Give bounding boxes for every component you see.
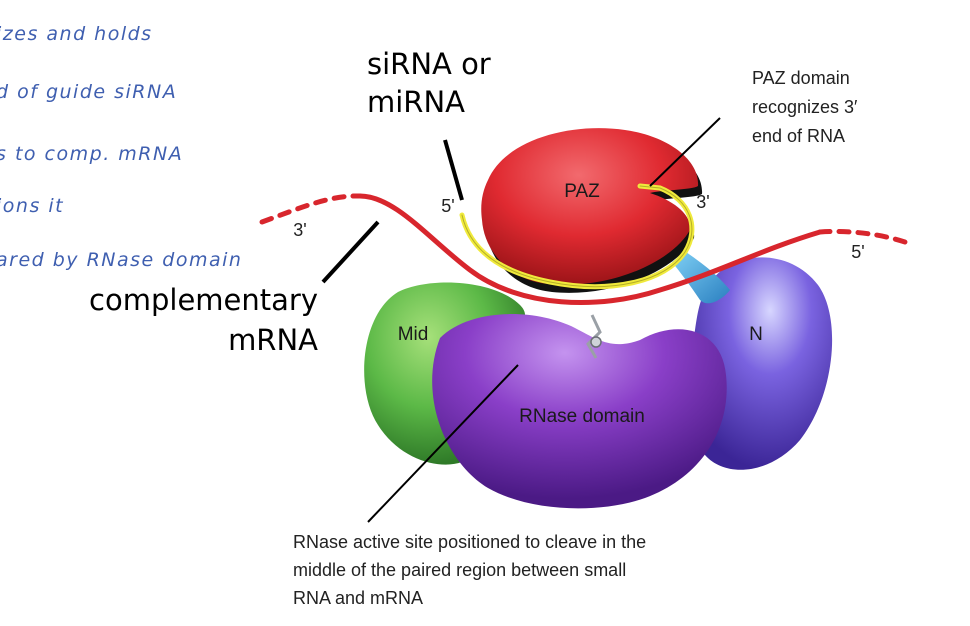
handwritten-note-1: izes and holds: [0, 23, 153, 45]
mrna-3prime-label: 3': [293, 220, 306, 240]
handwritten-notes: izes and holds d of guide siRNA s to com…: [0, 23, 242, 271]
sirna-leader-line: [443, 139, 464, 201]
rnase-note-line1: RNase active site positioned to cleave i…: [293, 532, 646, 552]
handwritten-note-5: ared by RNase domain: [0, 249, 242, 271]
n-domain: [694, 257, 833, 470]
sirna-callout-line2: miRNA: [367, 85, 465, 119]
paz-label: PAZ: [564, 181, 600, 202]
paz-note-line2: recognizes 3′: [752, 97, 858, 117]
active-site-icon: [586, 314, 602, 359]
mrna-callout-line1: complementary: [89, 283, 318, 317]
mrna-callout-line2: mRNA: [228, 323, 318, 357]
handwritten-note-2: d of guide siRNA: [0, 81, 177, 103]
paz-domain: [481, 128, 699, 285]
mid-label: Mid: [398, 324, 429, 345]
mrna-5prime-label: 5': [851, 242, 864, 262]
handwritten-note-4: ions it: [0, 195, 64, 217]
paz-note-line3: end of RNA: [752, 126, 845, 146]
rnase-domain: [432, 314, 727, 509]
rnase-label: RNase domain: [519, 406, 645, 427]
guide-5prime-label: 5': [441, 196, 454, 216]
guide-3prime-label: 3': [696, 192, 709, 212]
n-label: N: [749, 324, 763, 345]
paz-note-line1: PAZ domain: [752, 68, 850, 88]
rnase-leader-line: [367, 364, 519, 523]
handwritten-note-3: s to comp. mRNA: [0, 143, 183, 165]
mrna-leader-line: [321, 220, 380, 284]
paz-leader-line: [649, 117, 721, 187]
rnase-note-line3: RNA and mRNA: [293, 588, 423, 608]
mrna-strand: [259, 193, 908, 306]
rnase-note-line2: middle of the paired region between smal…: [293, 560, 626, 580]
sirna-callout-line1: siRNA or: [367, 47, 491, 81]
